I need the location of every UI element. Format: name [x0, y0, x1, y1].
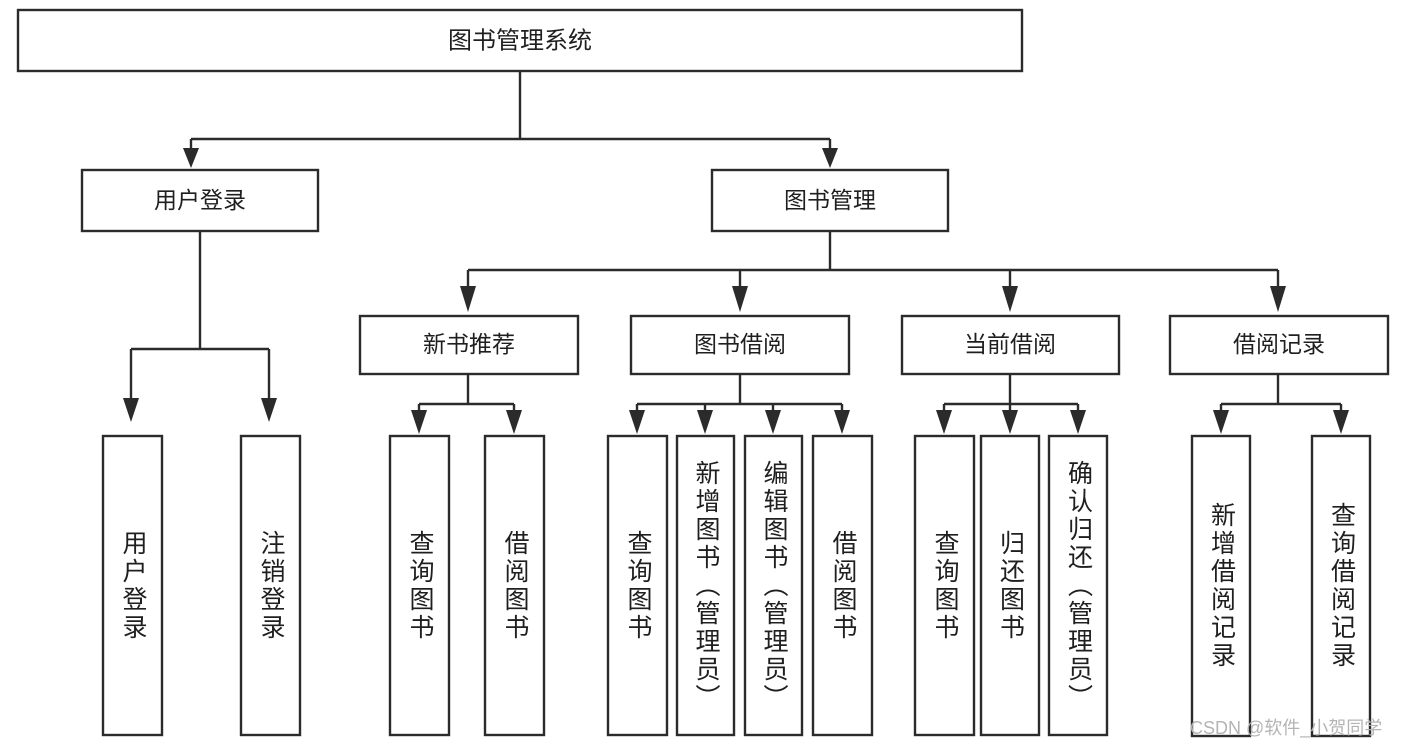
node-new-book-recommend[interactable]: 新书推荐	[358, 314, 580, 376]
arrow-head-leaf-return-book	[1002, 410, 1018, 434]
node-leaf-user-login[interactable]	[101, 434, 164, 737]
arrow-head-book-borrow	[732, 286, 748, 312]
node-new-book-recommend-label: 新书推荐	[423, 331, 515, 357]
arrow-head-leaf-query-book-3	[936, 410, 952, 434]
node-user-login-label: 用户登录	[154, 187, 246, 213]
arrow-head-leaf-edit-book	[765, 410, 781, 434]
node-leaf-return-book[interactable]	[979, 434, 1041, 737]
arrow-head-leaf-add-book	[697, 410, 713, 434]
node-root[interactable]: 图书管理系统	[16, 8, 1024, 73]
node-book-management-label: 图书管理	[784, 187, 876, 213]
csdn-watermark: CSDN @软件_小贺同学	[1190, 718, 1383, 738]
node-current-borrow[interactable]: 当前借阅	[900, 314, 1121, 376]
arrow-head-current-borrow	[1002, 286, 1018, 312]
node-leaf-query-book-3[interactable]	[913, 434, 976, 737]
node-book-borrow-label: 图书借阅	[694, 331, 786, 357]
node-leaf-edit-book[interactable]	[743, 434, 804, 737]
arrow-head-book-management	[822, 148, 838, 168]
arrow-head-leaf-query-book-2	[629, 410, 645, 434]
arrow-head-user-login	[183, 148, 199, 168]
node-root-label: 图书管理系统	[448, 27, 592, 54]
node-leaf-borrow-book-2[interactable]	[811, 434, 874, 737]
arrow-head-borrow-record	[1270, 286, 1286, 312]
connector-layer	[123, 71, 1349, 434]
arrow-head-leaf-borrow-book-2	[834, 410, 850, 434]
arrow-head-leaf-query-record	[1333, 410, 1349, 434]
arrow-head-leaf-confirm-return	[1070, 410, 1086, 434]
node-leaf-borrow-book-1[interactable]	[483, 434, 546, 737]
node-borrow-record[interactable]: 借阅记录	[1168, 314, 1390, 376]
arrow-head-leaf-user-login	[123, 398, 139, 422]
node-leaf-query-book-2[interactable]	[606, 434, 669, 737]
node-current-borrow-label: 当前借阅	[964, 331, 1056, 357]
node-borrow-record-label: 借阅记录	[1233, 331, 1325, 357]
arrow-head-leaf-add-record	[1213, 410, 1229, 434]
node-leaf-add-record[interactable]	[1190, 434, 1252, 738]
arrow-head-new-book-recommend	[460, 286, 476, 312]
node-leaf-logout-login[interactable]	[239, 434, 302, 737]
node-book-borrow[interactable]: 图书借阅	[629, 314, 851, 376]
node-leaf-confirm-return[interactable]	[1047, 434, 1109, 737]
node-leaf-add-book[interactable]	[675, 434, 736, 737]
node-user-login[interactable]: 用户登录	[80, 168, 320, 233]
arrow-head-leaf-borrow-book-1	[506, 410, 522, 434]
node-leaf-query-record[interactable]	[1310, 434, 1372, 738]
node-book-management[interactable]: 图书管理	[710, 168, 950, 233]
arrow-head-leaf-logout-login	[261, 398, 277, 422]
arrow-head-leaf-query-book-1	[411, 410, 427, 434]
leaf-boxes	[101, 434, 1372, 738]
node-leaf-query-book-1[interactable]	[388, 434, 451, 737]
